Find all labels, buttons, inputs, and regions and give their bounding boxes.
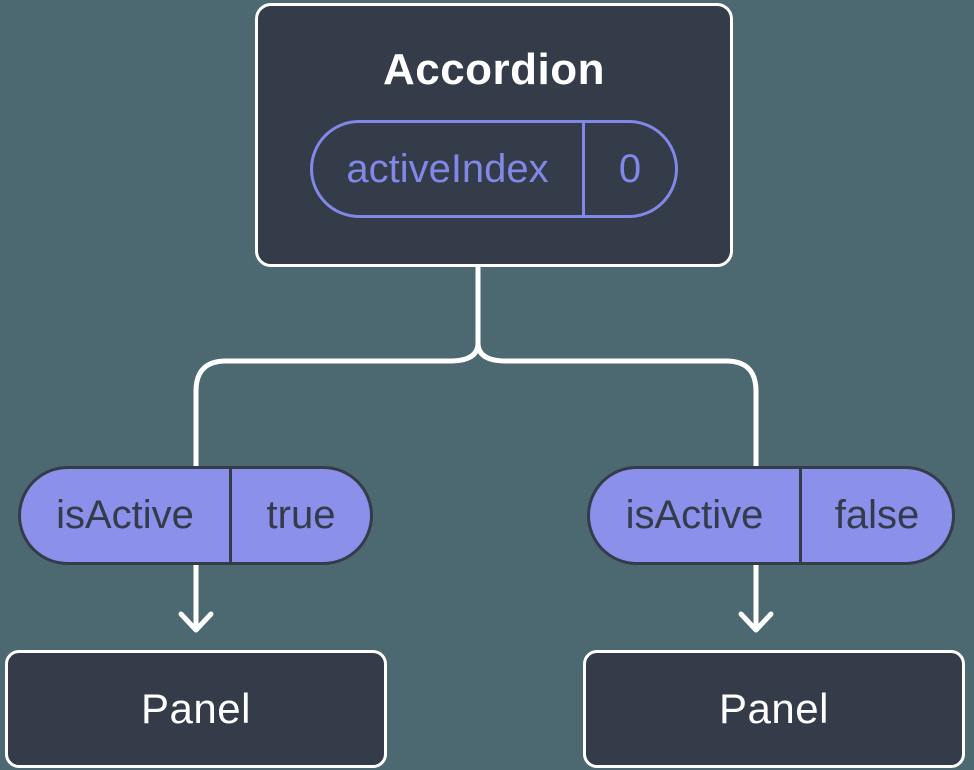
panel-node-title: Panel bbox=[719, 685, 829, 732]
connector-line-left bbox=[193, 264, 481, 630]
state-pill-value: 0 bbox=[582, 123, 675, 215]
prop-pill-value: true bbox=[229, 469, 370, 562]
accordion-node-title: Accordion bbox=[382, 45, 606, 94]
state-pill: activeIndex 0 bbox=[310, 120, 678, 218]
panel-node-right: Panel bbox=[583, 650, 965, 768]
accordion-node: Accordion activeIndex 0 bbox=[255, 3, 733, 267]
panel-node-left: Panel bbox=[5, 650, 387, 768]
connector-line-right bbox=[475, 264, 759, 630]
prop-pill-isactive-false: isActive false bbox=[587, 466, 955, 565]
arrowhead-down-icon bbox=[178, 611, 214, 633]
arrowhead-down-icon bbox=[738, 611, 774, 633]
prop-pill-isactive-true: isActive true bbox=[18, 466, 373, 565]
panel-node-title: Panel bbox=[141, 685, 251, 732]
prop-pill-label: isActive bbox=[56, 493, 194, 537]
prop-pill-value: false bbox=[799, 469, 952, 562]
state-pill-label: activeIndex bbox=[346, 146, 549, 191]
prop-pill-label: isActive bbox=[625, 493, 764, 537]
